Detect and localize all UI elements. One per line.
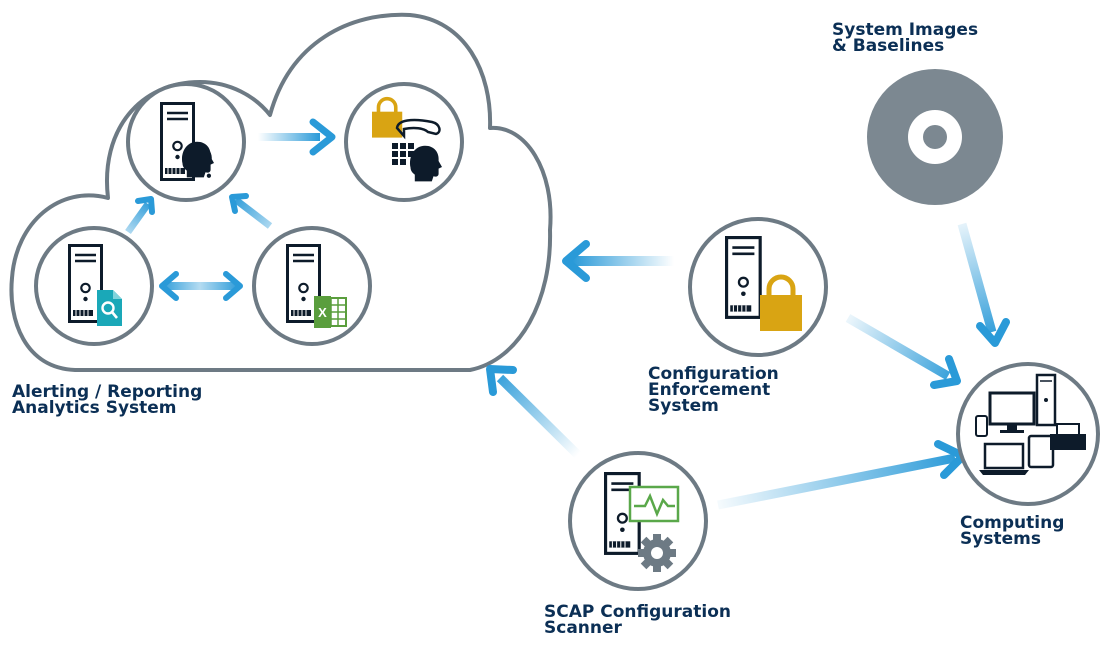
search-node[interactable] [34, 226, 154, 346]
arrow-enforcement-to-computing [845, 314, 961, 389]
scanner-label-line-2: Scanner [544, 618, 622, 638]
scanner-label-line-1: SCAP Configuration [544, 602, 731, 622]
server-with-search-document-icon [68, 244, 122, 326]
computing-systems-label: Computing Systems [960, 513, 1065, 549]
arrow-scanner-to-cloud [486, 365, 582, 459]
arrow-excel-to-analytics [229, 193, 273, 229]
secure-comms-node[interactable] [344, 82, 464, 202]
arrow-scanner-to-computing [717, 440, 967, 510]
arrow-analytics-to-secure [258, 118, 336, 156]
arrow-images-to-computing [957, 222, 1010, 347]
server-with-monitor-and-gear-icon [604, 472, 680, 572]
disc-icon [867, 69, 1003, 205]
analytics-node[interactable] [126, 82, 246, 202]
server-with-headset-icon [160, 102, 214, 181]
enforcement-label-line-1: Configuration [648, 364, 779, 384]
lock-phone-keypad-icon [370, 96, 442, 182]
excel-node[interactable]: X [252, 226, 372, 346]
scanner-node[interactable] [568, 451, 708, 591]
scap-scanner-label: SCAP Configuration Scanner [544, 602, 731, 638]
analytics-label-line-2: Analytics System [12, 398, 177, 418]
arrow-enforcement-to-cloud [562, 240, 674, 282]
arrow-search-excel-bidirectional [159, 271, 243, 301]
cloud-outline [9, 12, 553, 372]
gear-icon [638, 534, 676, 572]
svg-text:X: X [318, 305, 327, 320]
computing-label-line-2: Systems [960, 529, 1041, 549]
enforcement-label-line-3: System [648, 396, 719, 416]
images-label-line-2: & Baselines [832, 36, 945, 56]
images-label-line-1: System Images [832, 20, 979, 40]
enforcement-label-line-2: Enforcement [648, 380, 771, 400]
analytics-system-label: Alerting / Reporting Analytics System [12, 382, 203, 418]
analytics-label-line-1: Alerting / Reporting [12, 382, 203, 402]
arrow-search-to-analytics [125, 196, 155, 235]
computing-label-line-1: Computing [960, 513, 1065, 533]
server-with-spreadsheet-icon: X [286, 244, 347, 328]
computing-node[interactable] [956, 362, 1100, 506]
system-images-label: System Images & Baselines [832, 20, 979, 56]
enforcement-system-label: Configuration Enforcement System [648, 364, 779, 416]
devices-icon [975, 373, 1086, 475]
enforcement-node[interactable] [688, 217, 828, 357]
